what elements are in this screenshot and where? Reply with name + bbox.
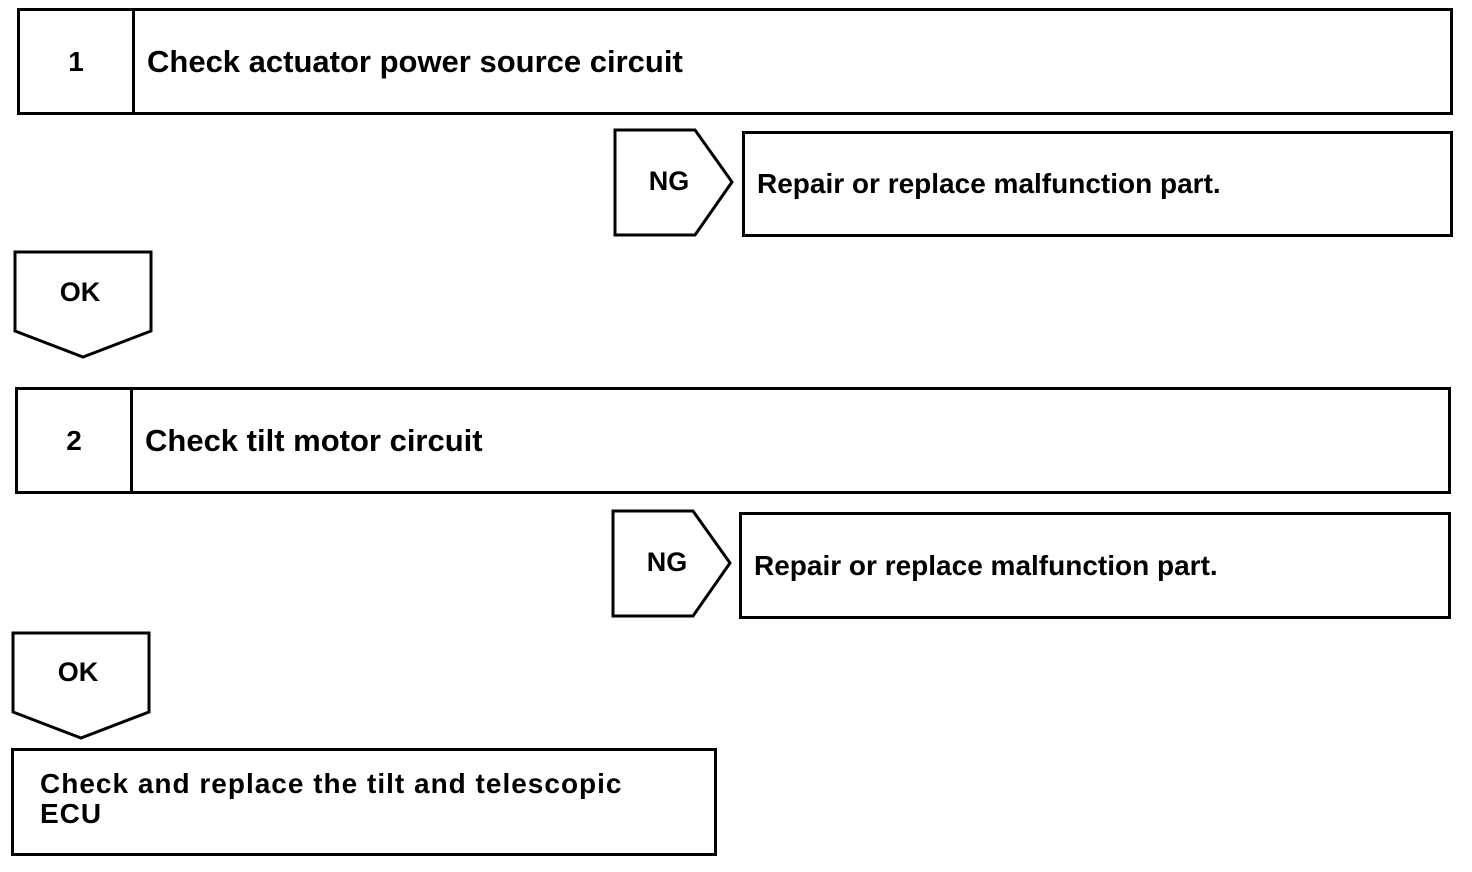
final-action-box: Check and replace the tilt and telescopi… bbox=[11, 748, 717, 856]
ok-label-2: OK bbox=[57, 657, 99, 687]
ng-action-2-box: Repair or replace malfunction part. bbox=[739, 512, 1451, 619]
final-action-line-1: Check and replace the tilt and telescopi… bbox=[40, 768, 623, 799]
ng-label-2: NG bbox=[646, 547, 688, 577]
ng-arrow-2 bbox=[611, 509, 732, 618]
ng-arrow-1 bbox=[613, 128, 734, 237]
final-action-line-2: ECU bbox=[40, 798, 103, 829]
step-2-box: 2 Check tilt motor circuit bbox=[15, 387, 1451, 494]
step-1-title: Check actuator power source circuit bbox=[147, 43, 683, 79]
step-2-number: 2 bbox=[18, 390, 133, 491]
ng-action-1-box: Repair or replace malfunction part. bbox=[742, 131, 1453, 237]
ok-label-1: OK bbox=[59, 277, 101, 307]
ok-arrow-2 bbox=[11, 631, 151, 740]
step-1-box: 1 Check actuator power source circuit bbox=[17, 8, 1453, 115]
step-1-number: 1 bbox=[20, 11, 135, 112]
step-2-title: Check tilt motor circuit bbox=[145, 422, 483, 458]
ok-arrow-1 bbox=[13, 250, 153, 359]
ng-label-1: NG bbox=[648, 166, 690, 196]
